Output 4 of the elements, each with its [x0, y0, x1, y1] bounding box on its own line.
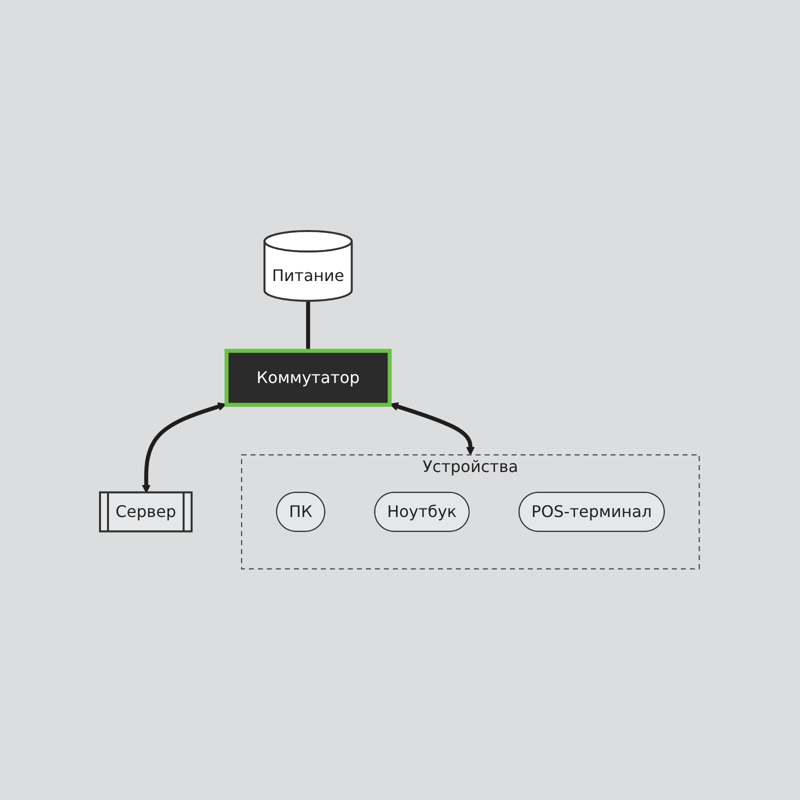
arrow: [142, 402, 227, 494]
arrow: [390, 402, 476, 456]
node-box: Коммутатор: [224, 348, 392, 407]
connector: [306, 300, 310, 351]
